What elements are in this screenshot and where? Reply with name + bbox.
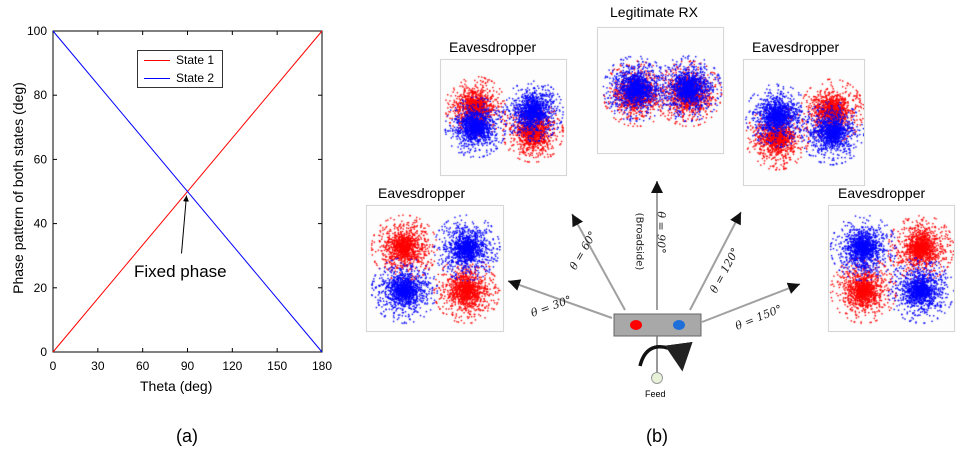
broadside-label: (Broadside) bbox=[633, 212, 645, 271]
x-tick-label: 0 bbox=[50, 359, 57, 373]
angle-label-90: θ = 90° bbox=[654, 211, 668, 254]
direction-arrow-2 bbox=[571, 213, 626, 311]
rx-title-5: Eavesdropper bbox=[838, 185, 926, 201]
legend-swatch-state-2 bbox=[144, 77, 170, 79]
constellation-plot-rx-4 bbox=[744, 60, 864, 185]
direction-arrow-4 bbox=[689, 211, 742, 311]
y-tick-label: 100 bbox=[27, 24, 47, 38]
series-line-state-2 bbox=[52, 30, 323, 353]
constellation-plot-rx-3 bbox=[598, 28, 723, 153]
antenna-array bbox=[613, 313, 702, 337]
x-tick-label: 90 bbox=[181, 359, 195, 373]
rx-title-2: Eavesdropper bbox=[449, 39, 537, 55]
y-tick-label: 40 bbox=[34, 217, 48, 231]
x-tick-label: 150 bbox=[267, 359, 287, 373]
caption-b: (b) bbox=[646, 426, 668, 446]
y-tick-label: 80 bbox=[34, 88, 48, 102]
legend-label-state-2: State 2 bbox=[176, 71, 215, 85]
constellation-box-rx-4 bbox=[743, 59, 865, 186]
constellation-box-rx-1 bbox=[366, 205, 504, 332]
legend-item-state-2: State 2 bbox=[138, 69, 222, 87]
x-tick-label: 60 bbox=[136, 359, 150, 373]
chart-annotation-text: Fixed phase bbox=[134, 262, 227, 281]
y-tick-label: 20 bbox=[34, 281, 48, 295]
caption-a: (a) bbox=[176, 426, 198, 446]
chart-x-axis-label: Theta (deg) bbox=[140, 378, 213, 394]
y-tick-label: 0 bbox=[40, 345, 47, 359]
constellation-plot-rx-2 bbox=[441, 60, 566, 175]
rx-title-3: Legitimate RX bbox=[610, 4, 698, 20]
rx-title-4: Eavesdropper bbox=[752, 39, 840, 55]
x-tick-label: 180 bbox=[312, 359, 332, 373]
constellation-plot-rx-5 bbox=[829, 206, 954, 331]
x-tick-label: 30 bbox=[91, 359, 105, 373]
feed-icon bbox=[651, 372, 663, 384]
legend-label-state-1: State 1 bbox=[176, 53, 215, 67]
rotation-arrow-icon bbox=[638, 341, 693, 372]
constellation-box-rx-5 bbox=[828, 205, 955, 332]
constellation-plot-rx-1 bbox=[367, 206, 503, 331]
constellation-box-rx-3 bbox=[597, 27, 724, 154]
direction-arrow-1 bbox=[507, 279, 613, 319]
rx-title-1: Eavesdropper bbox=[378, 185, 466, 201]
x-tick-label: 120 bbox=[222, 359, 242, 373]
antenna-element-state-1 bbox=[630, 320, 642, 330]
y-tick-label: 60 bbox=[34, 152, 48, 166]
antenna-element-state-2 bbox=[673, 320, 685, 330]
chart-legend: State 1 State 2 bbox=[137, 50, 223, 88]
constellation-box-rx-2 bbox=[440, 59, 567, 176]
legend-swatch-state-1 bbox=[144, 59, 170, 61]
direction-arrow-5 bbox=[701, 282, 801, 323]
annotation-arrow bbox=[181, 195, 189, 254]
feed-label: Feed bbox=[645, 389, 666, 399]
legend-item-state-1: State 1 bbox=[138, 51, 222, 69]
